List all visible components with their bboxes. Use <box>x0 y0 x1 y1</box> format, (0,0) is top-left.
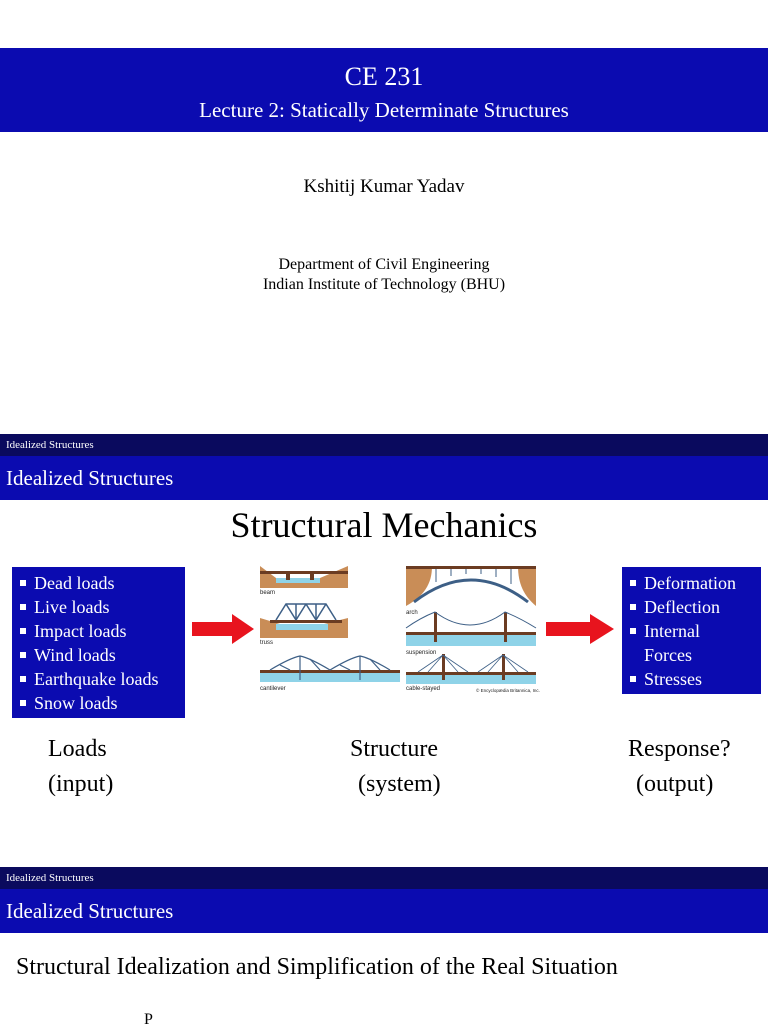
load-item: Dead loads <box>18 571 179 595</box>
course-code: CE 231 <box>344 62 424 91</box>
arch-bridge-drawing: arch <box>406 566 536 616</box>
response-item: Internal <box>628 619 755 643</box>
suspension-bridge-drawing: suspension <box>405 611 537 656</box>
bridge-label: cable-stayed <box>406 686 440 692</box>
bridge-label: suspension <box>406 650 436 656</box>
loads-list-box: Dead loads Live loads Impact loads Wind … <box>12 567 185 718</box>
response-list-box: Deformation Deflection Internal Forces S… <box>622 567 761 694</box>
load-item: Wind loads <box>18 643 179 667</box>
load-label-p: P <box>144 1011 153 1024</box>
structure-caption: Structure (system) <box>350 732 441 802</box>
load-item: Earthquake loads <box>18 667 179 691</box>
author-name: Kshitij Kumar Yadav <box>303 176 465 197</box>
load-item: Live loads <box>18 595 179 619</box>
slide3-title: Idealized Structures <box>0 889 768 933</box>
response-caption: Response? (output) <box>628 732 731 802</box>
bridge-label: beam <box>260 590 275 596</box>
image-credit: © Encyclopædia Britannica, Inc. <box>476 687 540 693</box>
slide3-top-strip: Idealized Structures <box>0 867 768 889</box>
structural-mechanics-heading: Structural Mechanics <box>230 505 538 545</box>
bridge-label: arch <box>406 610 418 616</box>
response-item: Deflection <box>628 595 755 619</box>
response-item: Stresses <box>628 667 755 691</box>
title-slide-header: CE 231 Lecture 2: Statically Determinate… <box>0 48 768 132</box>
response-item: Deformation <box>628 571 755 595</box>
right-arrow-icon <box>192 614 254 644</box>
bridge-types-illustration: beam arch truss suspension <box>260 566 540 693</box>
beam-bridge-drawing: beam <box>260 566 348 596</box>
idealization-subheading: Structural Idealization and Simplificati… <box>16 954 618 980</box>
lecture-title: Lecture 2: Statically Determinate Struct… <box>199 98 569 122</box>
load-item: Snow loads <box>18 691 179 715</box>
caption-line: Loads <box>48 736 107 762</box>
slide2-title: Idealized Structures <box>0 456 768 500</box>
cantilever-bridge-drawing: cantilever <box>260 655 400 692</box>
caption-line: (input) <box>48 771 114 797</box>
load-item: Impact loads <box>18 619 179 643</box>
right-arrow-icon <box>546 614 614 644</box>
loads-caption: Loads (input) <box>48 732 113 802</box>
caption-line: (system) <box>358 771 441 797</box>
department-name: Department of Civil Engineering <box>278 256 490 273</box>
cable-stayed-bridge-drawing: cable-stayed <box>406 654 536 692</box>
caption-line: (output) <box>636 771 714 797</box>
institute-name: Indian Institute of Technology (BHU) <box>262 276 506 293</box>
slide2-top-strip: Idealized Structures <box>0 434 768 456</box>
truss-bridge-drawing: truss <box>260 603 348 646</box>
caption-line: Response? <box>628 736 731 762</box>
caption-line: Structure <box>350 736 438 762</box>
bridge-label: truss <box>260 640 273 646</box>
bridge-label: cantilever <box>260 686 286 692</box>
response-item-continued: Forces <box>644 645 692 665</box>
